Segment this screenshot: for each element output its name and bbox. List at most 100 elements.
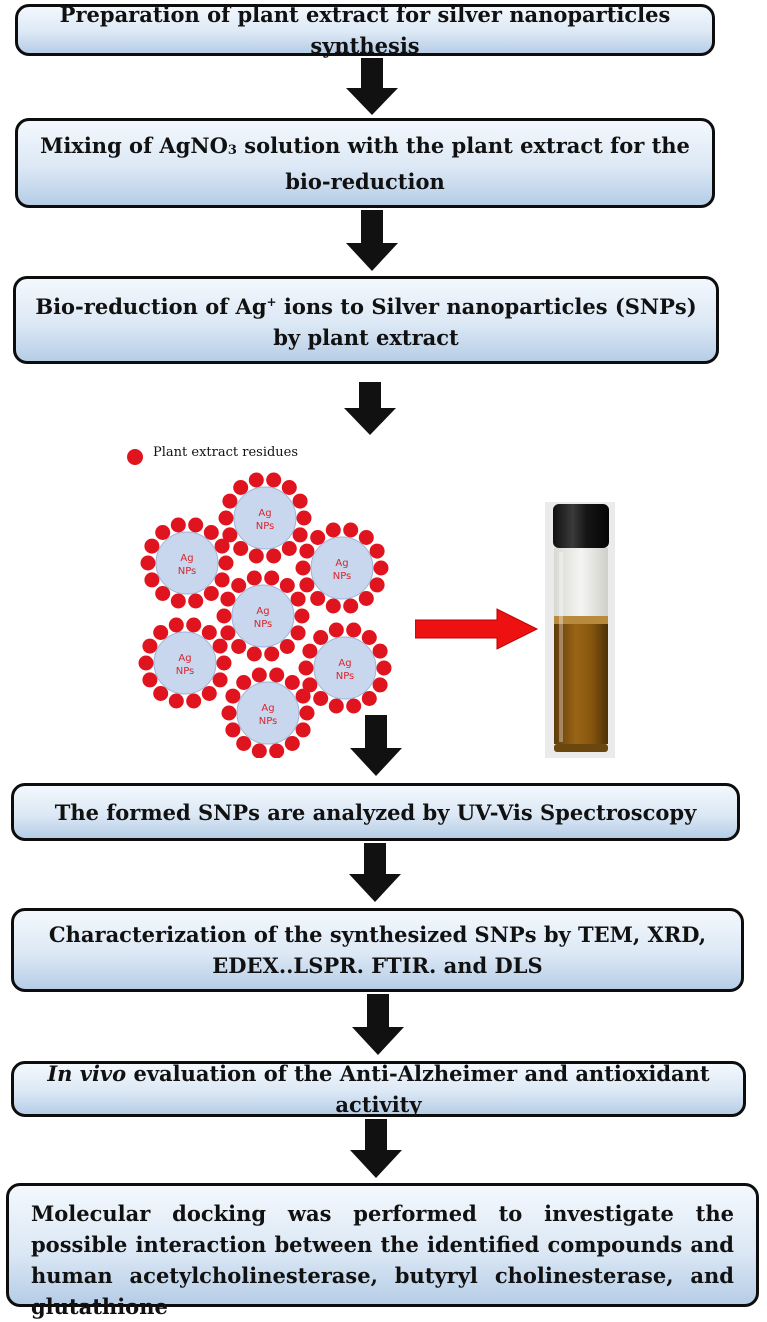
plant-residue-dot bbox=[264, 570, 280, 586]
nanoparticle-core bbox=[231, 584, 295, 648]
nanoparticle-label: Ag bbox=[338, 658, 351, 669]
plant-residue-dot bbox=[170, 517, 186, 533]
plant-residue-dot bbox=[155, 525, 171, 540]
plant-residue-dot bbox=[212, 672, 228, 688]
plant-residue-dot bbox=[279, 578, 295, 593]
plant-residue-dot bbox=[248, 548, 264, 564]
nanoparticle-core bbox=[155, 531, 219, 595]
step-2-box: Mixing of AgNO3 solution with the plant … bbox=[15, 118, 715, 208]
plant-residue-dot bbox=[153, 625, 169, 640]
plant-residue-dot bbox=[142, 638, 158, 654]
plant-residue-dot bbox=[168, 617, 184, 633]
plant-residue-dot bbox=[144, 538, 160, 554]
flow-arrow-3 bbox=[344, 382, 396, 435]
plant-residue-dot bbox=[295, 688, 311, 704]
plant-residue-dot bbox=[299, 577, 315, 593]
plant-residue-dot bbox=[302, 643, 318, 659]
nanoparticle-label: NPs bbox=[256, 521, 275, 532]
plant-residue-dot bbox=[299, 543, 315, 559]
plant-residue-dot bbox=[266, 472, 282, 488]
plant-residue-dot bbox=[290, 591, 306, 607]
plant-residue-dot bbox=[269, 667, 285, 683]
nanoparticle-label: NPs bbox=[178, 566, 197, 577]
nanoparticle-core bbox=[153, 631, 217, 695]
flow-arrow-5 bbox=[349, 843, 401, 902]
plant-residue-dot bbox=[155, 586, 171, 601]
plant-residue-dot bbox=[313, 630, 329, 645]
nanoparticle-label: NPs bbox=[254, 619, 273, 630]
plant-residue-dot bbox=[279, 639, 295, 654]
plant-residue-dot bbox=[221, 705, 237, 721]
plant-residue-dot bbox=[214, 572, 230, 588]
plant-residue-dot bbox=[236, 675, 252, 690]
nanoparticle-label: Ag bbox=[335, 558, 348, 569]
plant-residue-dot bbox=[295, 560, 311, 576]
plant-residue-dot bbox=[170, 593, 186, 609]
plant-residue-dot bbox=[142, 672, 158, 688]
plant-residue-dot bbox=[220, 625, 236, 641]
plant-residue-dot bbox=[233, 480, 249, 495]
flow-arrow-2 bbox=[346, 210, 398, 271]
plant-residue-dot bbox=[231, 639, 247, 654]
plant-residue-dot bbox=[218, 555, 234, 571]
plant-residue-dot bbox=[201, 686, 217, 701]
plant-residue-dot bbox=[296, 510, 312, 526]
plant-residue-dot bbox=[325, 598, 341, 614]
flow-arrow-6 bbox=[352, 994, 404, 1055]
step-6-text: In vivo evaluation of the Anti-Alzheimer… bbox=[47, 1061, 710, 1117]
plant-residue-dot bbox=[251, 667, 267, 683]
plant-residue-dot bbox=[186, 617, 202, 633]
plant-residue-dot bbox=[298, 660, 314, 676]
plant-residue-dot bbox=[246, 646, 262, 662]
plant-residue-dot bbox=[225, 688, 241, 704]
plant-residue-dot bbox=[358, 591, 374, 606]
plant-residue-dot bbox=[310, 530, 326, 545]
flow-arrow-7 bbox=[350, 1119, 402, 1178]
plant-residue-dot bbox=[369, 577, 385, 593]
plant-residue-dot bbox=[231, 578, 247, 593]
plant-residue-dot bbox=[373, 560, 389, 576]
plant-residue-dot bbox=[212, 638, 228, 654]
nanoparticle-label: NPs bbox=[336, 671, 355, 682]
plant-residue-dot bbox=[220, 591, 236, 607]
nanoparticle-label: Ag bbox=[256, 606, 269, 617]
plant-residue-dot bbox=[290, 625, 306, 641]
plant-residue-dot bbox=[266, 548, 282, 564]
plant-residue-dot bbox=[343, 522, 359, 538]
plant-residue-dot bbox=[216, 655, 232, 671]
plant-residue-dot bbox=[153, 686, 169, 701]
nanoparticle-label: NPs bbox=[333, 571, 352, 582]
nanoparticle-label: Ag bbox=[261, 703, 274, 714]
plant-residue-dot bbox=[203, 525, 219, 540]
nanoparticle-core bbox=[310, 536, 374, 600]
plant-residue-dot bbox=[346, 622, 362, 638]
plant-residue-dot bbox=[138, 655, 154, 671]
step-5-text: Characterization of the synthesized SNPs… bbox=[48, 922, 707, 978]
nanoparticle-core bbox=[233, 486, 297, 550]
plant-residue-dot bbox=[201, 625, 217, 640]
plant-residue-dot bbox=[369, 543, 385, 559]
nanoparticle-label: Ag bbox=[178, 653, 191, 664]
nanoparticle-core bbox=[236, 681, 300, 745]
flow-arrow-4 bbox=[350, 715, 402, 776]
plant-residue-dot bbox=[358, 530, 374, 545]
plant-residue-dot bbox=[186, 693, 202, 709]
plant-residue-dot bbox=[251, 743, 267, 758]
plant-residue-dot bbox=[310, 591, 326, 606]
plant-residue-dot bbox=[225, 722, 241, 738]
step-6-box: In vivo evaluation of the Anti-Alzheimer… bbox=[11, 1061, 746, 1117]
nanoparticle-label: Ag bbox=[180, 553, 193, 564]
flow-arrow-1 bbox=[346, 58, 398, 115]
residue-legend-label: Plant extract residues bbox=[153, 445, 299, 460]
step-3-text: Bio-reduction of Ag+ ions to Silver nano… bbox=[35, 294, 697, 350]
plant-residue-dot bbox=[302, 677, 318, 693]
plant-residue-dot bbox=[292, 527, 308, 543]
nanoparticle-core bbox=[313, 636, 377, 700]
plant-residue-dot bbox=[284, 675, 300, 690]
step-7-text: Molecular docking was performed to inves… bbox=[31, 1201, 734, 1319]
plant-residue-dot bbox=[328, 622, 344, 638]
nanoparticle-label: NPs bbox=[176, 666, 195, 677]
